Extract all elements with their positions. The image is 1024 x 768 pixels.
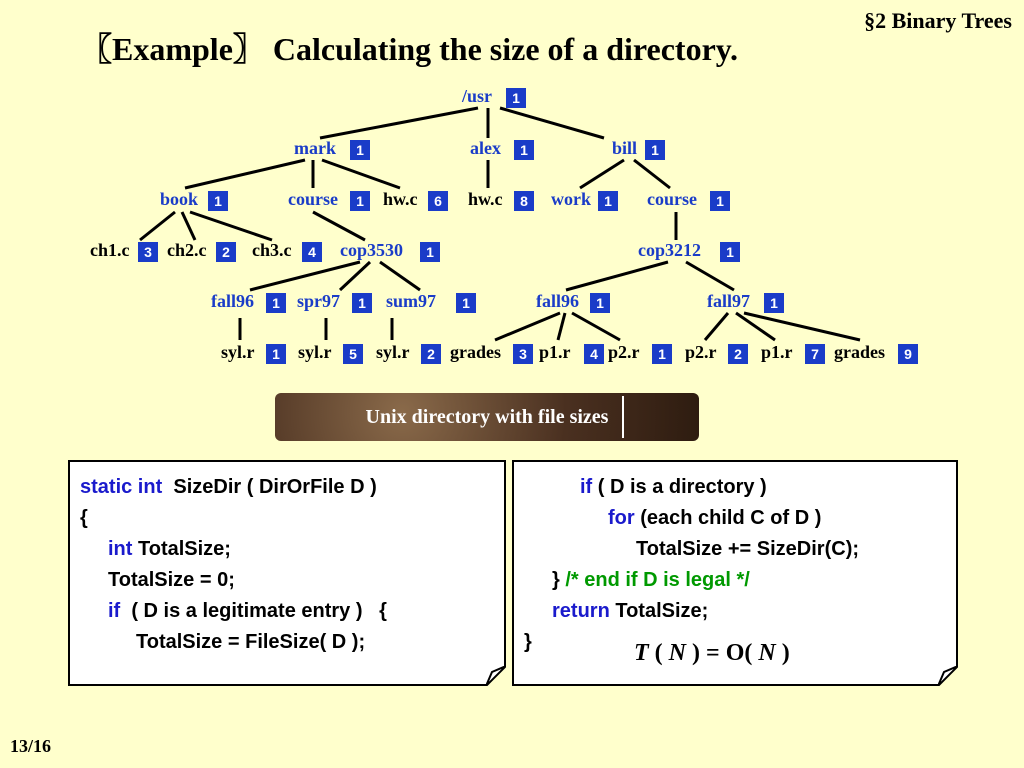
code-text: ( D is a legitimate entry ) { xyxy=(120,600,387,622)
tree-node-book: book xyxy=(160,189,199,209)
size-badge: 1 xyxy=(266,293,286,313)
tree-node-course: course xyxy=(647,189,697,209)
size-badge: 1 xyxy=(652,344,672,364)
size-badge: 4 xyxy=(584,344,604,364)
size-badge: 9 xyxy=(898,344,918,364)
figure-caption: Unix directory with file sizes xyxy=(275,393,699,441)
code-line: TotalSize += SizeDir(C); xyxy=(636,538,860,560)
size-badge: 5 xyxy=(343,344,363,364)
slide-title: 〖Example〗 Calculating the size of a dire… xyxy=(80,31,739,67)
size-badge: 1 xyxy=(645,140,665,160)
tree-node-cop3212: cop3212 xyxy=(638,240,701,260)
tree-node-cop3530: cop3530 xyxy=(340,240,403,260)
directory-tree-edges xyxy=(139,106,861,342)
tree-node-grades: grades xyxy=(450,342,501,362)
tree-node-fall97: fall97 xyxy=(707,291,750,311)
complexity-formula: T ( N ) = O( N ) xyxy=(634,640,790,666)
tree-node-alex: alex xyxy=(470,138,501,158)
tree-node-fall96: fall96 xyxy=(536,291,579,311)
tree-node-work: work xyxy=(551,189,591,209)
tree-node-hw-c: hw.c xyxy=(383,189,418,209)
code-text: TotalSize; xyxy=(132,538,231,560)
code-text: SizeDir ( DirOrFile D ) xyxy=(162,476,377,498)
size-badge: 1 xyxy=(506,88,526,108)
page-fold-icon xyxy=(938,666,958,686)
size-badge: 1 xyxy=(514,140,534,160)
code-text: (each child C of D ) xyxy=(634,507,822,529)
size-badge: 2 xyxy=(728,344,748,364)
caption-divider xyxy=(622,396,624,438)
tree-node-syl-r: syl.r xyxy=(298,342,332,362)
size-badge: 1 xyxy=(598,191,618,211)
tree-node-usr: /usr xyxy=(462,86,493,106)
code-line: } /* end if D is legal */ xyxy=(552,569,750,592)
tree-node-syl-r: syl.r xyxy=(376,342,410,362)
tree-node-grades: grades xyxy=(834,342,885,362)
code-keyword: static int xyxy=(80,476,163,498)
size-badge: 1 xyxy=(710,191,730,211)
code-text: } xyxy=(552,569,566,591)
formula-o: O( xyxy=(725,640,753,666)
code-text: TotalSize; xyxy=(609,600,709,622)
tree-node-ch2-c: ch2.c xyxy=(167,240,207,260)
formula-n: N xyxy=(758,640,776,666)
size-badge: 1 xyxy=(350,191,370,211)
size-badge: 1 xyxy=(456,293,476,313)
tree-node-syl-r: syl.r xyxy=(221,342,255,362)
code-line: if ( D is a directory ) xyxy=(580,476,767,499)
section-label: §2 Binary Trees xyxy=(864,8,1012,33)
size-badge: 1 xyxy=(720,242,740,262)
code-line: if ( D is a legitimate entry ) { xyxy=(108,600,387,623)
code-keyword: int xyxy=(108,538,133,560)
tree-node-p2-r: p2.r xyxy=(685,342,717,362)
size-badge: 2 xyxy=(421,344,441,364)
code-keyword: for xyxy=(608,507,635,529)
code-line: int TotalSize; xyxy=(108,538,231,561)
tree-node-course: course xyxy=(288,189,338,209)
page-number: 13/16 xyxy=(10,736,52,756)
formula-t: T xyxy=(634,640,649,666)
tree-node-fall96: fall96 xyxy=(211,291,254,311)
size-badge: 1 xyxy=(420,242,440,262)
size-badge: 3 xyxy=(138,242,158,262)
tree-node-ch1-c: ch1.c xyxy=(90,240,130,260)
code-line: TotalSize = FileSize( D ); xyxy=(136,631,366,653)
code-line: TotalSize = 0; xyxy=(108,569,235,591)
tree-node-p1-r: p1.r xyxy=(539,342,571,362)
code-line: } xyxy=(524,631,532,653)
tree-node-spr97: spr97 xyxy=(297,291,341,311)
code-line: for (each child C of D ) xyxy=(608,507,821,530)
page-fold-icon xyxy=(486,666,506,686)
size-badge: 1 xyxy=(352,293,372,313)
size-badge: 4 xyxy=(302,242,322,262)
code-line: static int SizeDir ( DirOrFile D ) xyxy=(80,476,377,499)
size-badge: 3 xyxy=(513,344,533,364)
tree-node-mark: mark xyxy=(294,138,336,158)
size-badge: 1 xyxy=(590,293,610,313)
tree-node-sum97: sum97 xyxy=(386,291,437,311)
formula-n: N xyxy=(668,640,687,666)
tree-node-ch3-c: ch3.c xyxy=(252,240,292,260)
tree-node-p1-r: p1.r xyxy=(761,342,793,362)
size-badge: 2 xyxy=(216,242,236,262)
size-badge: 7 xyxy=(805,344,825,364)
code-box-left: static int SizeDir ( DirOrFile D ) { int… xyxy=(68,460,506,686)
size-badge: 1 xyxy=(208,191,228,211)
code-box-right: if ( D is a directory ) for (each child … xyxy=(512,460,958,686)
tree-node-p2-r: p2.r xyxy=(608,342,640,362)
code-line: { xyxy=(80,507,88,529)
size-badge: 1 xyxy=(350,140,370,160)
code-keyword: if xyxy=(580,476,593,498)
size-badge: 1 xyxy=(764,293,784,313)
tree-node-bill: bill xyxy=(612,138,638,158)
code-keyword: return xyxy=(552,600,610,622)
code-text: ( D is a directory ) xyxy=(592,476,767,498)
size-badge: 8 xyxy=(514,191,534,211)
size-badge: 1 xyxy=(266,344,286,364)
tree-node-hw-c: hw.c xyxy=(468,189,503,209)
size-badge: 6 xyxy=(428,191,448,211)
code-line: return TotalSize; xyxy=(552,600,708,623)
code-keyword: if xyxy=(108,600,121,622)
code-comment: /* end if D is legal */ xyxy=(565,569,750,591)
